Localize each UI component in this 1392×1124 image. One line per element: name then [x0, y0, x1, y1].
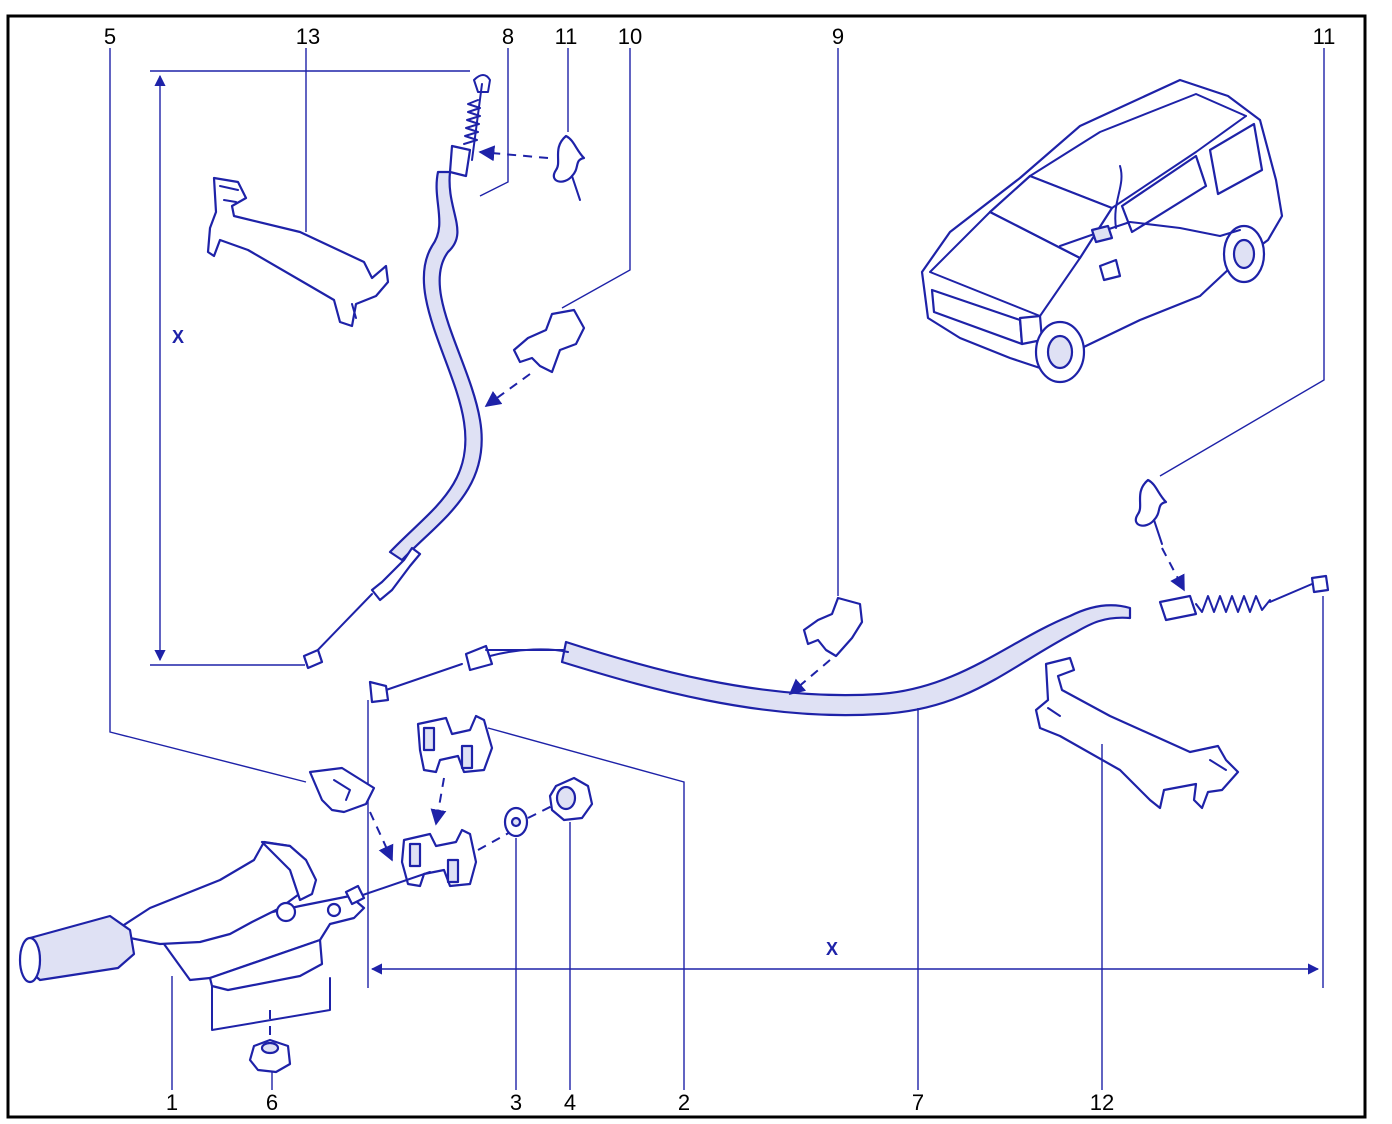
diagram-frame [6, 14, 1367, 1119]
bracket-12 [1034, 656, 1240, 810]
vertical-dimension: X [150, 70, 470, 666]
leader-lines [109, 48, 1325, 1090]
handbrake-lever-1 [18, 840, 431, 1031]
nut-4 [548, 776, 594, 822]
callout-12: 12 [1090, 1090, 1114, 1115]
main-cable-7 [368, 574, 1330, 717]
callout-7: 7 [912, 1090, 924, 1115]
bolt-6 [248, 1010, 292, 1074]
clip-5 [308, 766, 394, 862]
horizontal-dimension: X [367, 596, 1324, 988]
rear-cable-8 [302, 74, 491, 670]
equaliser-assembly [400, 828, 515, 888]
vertical-dimension-label: X [172, 327, 184, 347]
callout-13: 13 [296, 24, 320, 49]
clip-11-upper [478, 134, 586, 201]
callout-6: 6 [266, 1090, 278, 1115]
callout-9: 9 [832, 24, 844, 49]
washer-3 [503, 805, 553, 838]
callout-10: 10 [618, 24, 642, 49]
callout-labels: 5 13 8 11 10 9 11 1 6 3 4 2 7 12 [104, 24, 1336, 1115]
cable-clip-9 [788, 596, 864, 696]
horizontal-dimension-label: X [826, 939, 838, 959]
callout-8: 8 [502, 24, 514, 49]
callout-3: 3 [510, 1090, 522, 1115]
callout-11-right: 11 [1313, 24, 1336, 49]
cable-clip-10 [484, 308, 586, 407]
vehicle-sketch [920, 78, 1284, 384]
callout-4: 4 [564, 1090, 576, 1115]
callout-5: 5 [104, 24, 116, 49]
callout-1: 1 [166, 1090, 178, 1115]
callout-11-upper: 11 [555, 24, 578, 49]
bracket-2 [416, 714, 494, 826]
bracket-13 [206, 176, 390, 328]
clip-11-right [1134, 478, 1185, 592]
callout-2: 2 [678, 1090, 690, 1115]
